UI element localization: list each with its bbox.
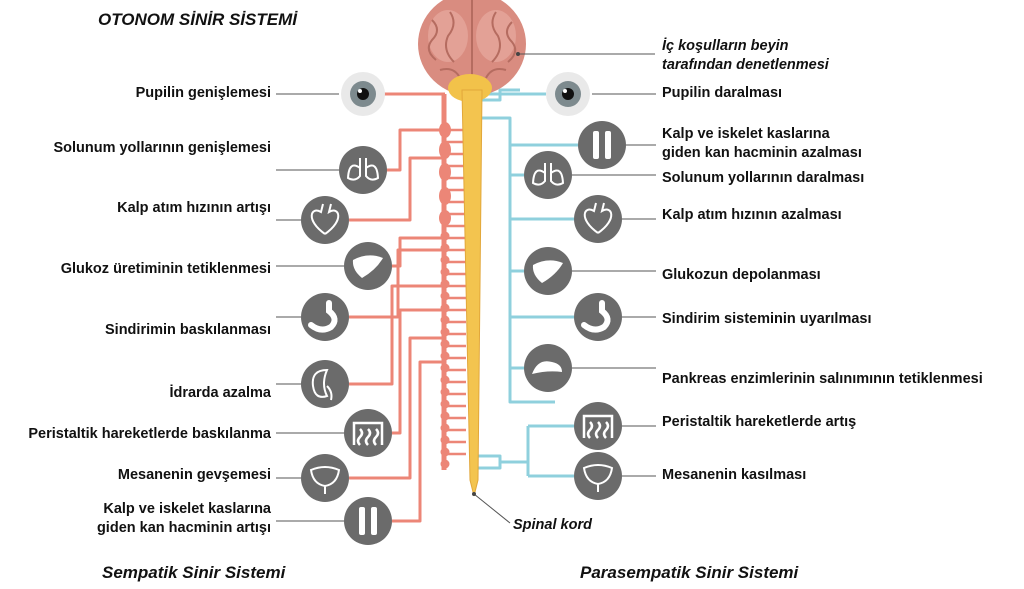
ganglion [440, 423, 450, 433]
symp-label-3: Glukoz üretiminin tetiklenmesi [60, 261, 271, 277]
ganglion [440, 267, 450, 277]
symp-icon-4 [301, 293, 349, 341]
diagram-title: OTONOM SİNİR SİSTEMİ [98, 10, 297, 29]
para-icon-2 [524, 151, 572, 199]
symp-icon-8 [344, 497, 392, 545]
ganglion [440, 375, 450, 385]
para-icon-8 [574, 452, 622, 500]
ganglion [440, 255, 450, 265]
symp-label-0: Pupilin genişlemesi [135, 85, 271, 101]
para-icon-4 [524, 247, 572, 295]
parasympathetic-title: Parasempatik Sinir Sistemi [580, 563, 799, 582]
symp-icon-0 [341, 72, 385, 116]
ganglion [440, 339, 450, 349]
ganglion [440, 411, 450, 421]
symp-icon-6 [344, 409, 392, 457]
ganglion [439, 187, 451, 205]
ganglion [440, 387, 450, 397]
para-label-1: Kalp ve iskelet kaslarına giden kan hacm… [662, 126, 862, 161]
ganglion [440, 303, 450, 313]
symp-icon-7 [301, 454, 349, 502]
symp-label-1: Solunum yollarının genişlemesi [53, 140, 271, 156]
para-label-2: Solunum yollarının daralması [662, 170, 865, 186]
spinal-cord-pointer [473, 493, 511, 524]
symp-label-2: Kalp atım hızının artışı [117, 200, 271, 216]
ganglion [440, 447, 450, 457]
ganglion [440, 231, 450, 241]
spinal-cord [461, 89, 483, 497]
symp-label-4: Sindirimin baskılanması [105, 322, 271, 338]
symp-label-6: Peristaltik hareketlerde baskılanma [28, 426, 271, 442]
ganglion [440, 363, 450, 373]
symp-icon-1 [339, 146, 387, 194]
symp-icon-5 [301, 360, 349, 408]
ganglion [439, 163, 451, 181]
symp-label-5: İdrarda azalma [169, 385, 271, 401]
ganglion [439, 210, 451, 226]
para-label-8: Mesanenin kasılması [662, 467, 807, 483]
para-label-4: Glukozun depolanması [662, 267, 821, 283]
ganglion [440, 351, 450, 361]
ganglion [439, 122, 451, 138]
symp-label-7: Mesanenin gevşemesi [117, 467, 271, 483]
symp-icon-3 [344, 242, 392, 290]
para-icon-0 [546, 72, 590, 116]
para-label-3: Kalp atım hızının azalması [662, 207, 842, 223]
spinal-cord-label: Spinal kord [513, 517, 592, 533]
para-icon-6 [524, 344, 572, 392]
symp-label-8: Kalp ve iskelet kaslarına giden kan hacm… [96, 501, 271, 536]
ganglion [440, 315, 450, 325]
ganglion [440, 399, 450, 409]
ganglion [439, 141, 451, 159]
ganglion [440, 243, 450, 253]
ganglion [440, 459, 450, 469]
ganglion [440, 279, 450, 289]
para-label-0: Pupilin daralması [662, 85, 783, 101]
sympathetic-title: Sempatik Sinir Sistemi [102, 563, 286, 582]
para-label-6: Pankreas enzimlerinin salınımının tetikl… [662, 371, 983, 387]
para-icon-7 [574, 402, 622, 450]
para-label-7: Peristaltik hareketlerde artış [662, 414, 857, 430]
para-label-5: Sindirim sisteminin uyarılması [662, 311, 872, 327]
ganglion [440, 291, 450, 301]
para-icon-1 [578, 121, 626, 169]
para-icon-5 [574, 293, 622, 341]
brain-note: İç koşulların beyin tarafından denetlenm… [662, 38, 829, 73]
brain-icon [418, 0, 526, 102]
ganglion [440, 327, 450, 337]
para-icon-3 [574, 195, 622, 243]
ganglion [440, 435, 450, 445]
symp-icon-2 [301, 196, 349, 244]
